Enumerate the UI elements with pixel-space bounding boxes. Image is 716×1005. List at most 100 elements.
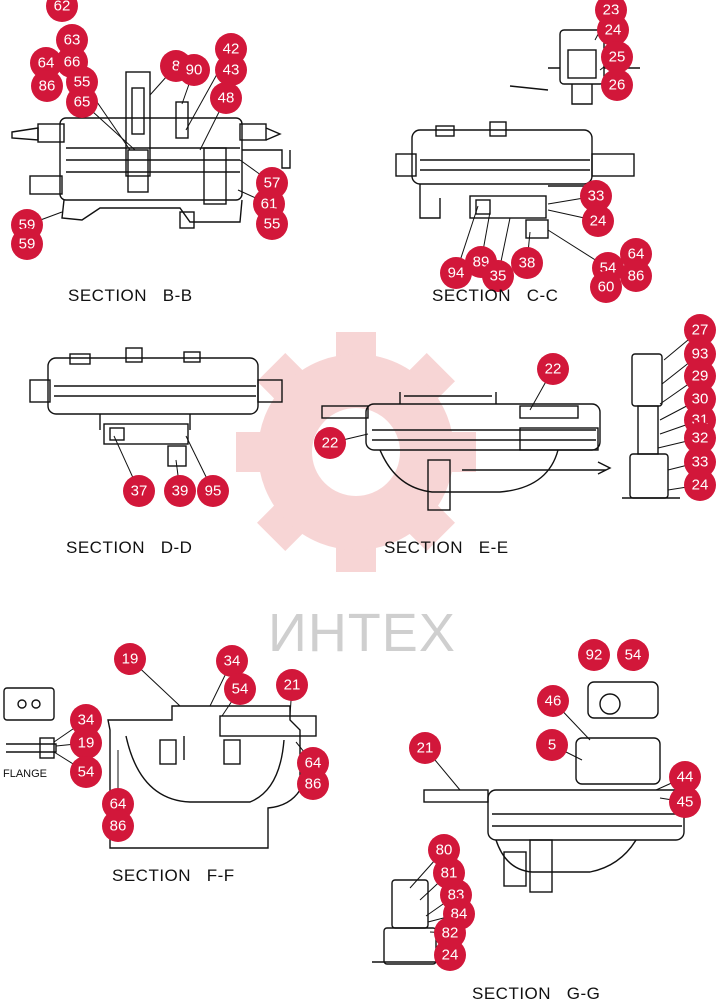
callout-badge-gg-5: 5 <box>536 729 568 761</box>
callout-number: 21 <box>284 677 301 694</box>
callout-badge-gg-46: 46 <box>537 685 569 717</box>
callout-circle <box>31 70 63 102</box>
callout-circle <box>66 86 98 118</box>
callout-number: 92 <box>586 647 603 664</box>
callout-circle <box>440 257 472 289</box>
callout-number: 22 <box>545 361 562 378</box>
callout-circle <box>536 729 568 761</box>
callout-circle <box>102 788 134 820</box>
callout-number: 64 <box>628 246 645 263</box>
callout-badge-bb-86: 86 <box>31 70 63 102</box>
callout-circle <box>511 247 543 279</box>
callout-badge-dd-39: 39 <box>164 475 196 507</box>
callout-number: 33 <box>588 188 605 205</box>
callout-number: 19 <box>122 651 139 668</box>
callout-number: 35 <box>490 268 507 285</box>
callout-circle <box>164 475 196 507</box>
callout-badge-bb-63: 63 <box>56 24 88 56</box>
callout-circle <box>620 238 652 270</box>
callout-number: 19 <box>78 735 95 752</box>
callout-number: 37 <box>131 483 148 500</box>
section-ff-drawing <box>3 687 317 849</box>
callout-number: 5 <box>548 737 556 754</box>
callout-number: 86 <box>39 78 56 95</box>
callout-circle <box>669 761 701 793</box>
callout-circle <box>216 645 248 677</box>
callout-number: 63 <box>64 32 81 49</box>
callout-number: 64 <box>110 796 127 813</box>
callout-number: 86 <box>628 268 645 285</box>
callout-number: 24 <box>605 22 622 39</box>
callout-number: 62 <box>54 0 71 15</box>
callout-number: 94 <box>448 265 465 282</box>
callout-circle <box>215 54 247 86</box>
callout-badge-ee-93: 93 <box>684 338 716 370</box>
callout-badge-bb-59: 59 <box>11 228 43 260</box>
callout-number: 95 <box>205 483 222 500</box>
callout-badge-gg-21: 21 <box>409 732 441 764</box>
callout-circle <box>684 422 716 454</box>
callout-number: 64 <box>38 55 55 72</box>
callout-circle <box>434 939 466 971</box>
callout-circle <box>197 475 229 507</box>
section-label-bb: SECTION B-B <box>68 286 193 305</box>
callout-badge-ee-22: 22 <box>537 353 569 385</box>
callout-number: 25 <box>609 49 626 66</box>
callout-circle <box>30 47 62 79</box>
watermark-text: ИНТЕХ <box>268 603 456 663</box>
callout-circle <box>620 260 652 292</box>
callout-badge-bb-65: 65 <box>66 86 98 118</box>
callout-number: 24 <box>692 477 709 494</box>
callout-number: 34 <box>78 712 95 729</box>
callout-number: 42 <box>223 41 240 58</box>
callout-circle <box>178 54 210 86</box>
callout-number: 27 <box>692 322 709 339</box>
section-bb-drawing <box>11 71 291 229</box>
callout-circle <box>590 271 622 303</box>
callout-badge-ee-24: 24 <box>684 469 716 501</box>
callout-circle <box>70 756 102 788</box>
callout-circle <box>210 82 242 114</box>
callout-number: 55 <box>74 74 91 91</box>
section-label-gg: SECTION G-G <box>472 984 601 1003</box>
callout-number: 29 <box>692 368 709 385</box>
callout-circle <box>114 643 146 675</box>
callout-number: 89 <box>473 254 490 271</box>
callout-number: 86 <box>110 818 127 835</box>
callout-circle <box>482 260 514 292</box>
section-label-cc: SECTION C-C <box>432 286 559 305</box>
callout-number: 55 <box>264 216 281 233</box>
callout-circle <box>56 24 88 56</box>
flange-label: FLANGE <box>3 768 48 780</box>
callout-circle <box>276 669 308 701</box>
callout-badge-ff-54: 54 <box>224 673 256 705</box>
callout-badge-bb-48: 48 <box>210 82 242 114</box>
callout-number: 34 <box>224 653 241 670</box>
callout-number: 43 <box>223 62 240 79</box>
callout-number: 30 <box>692 391 709 408</box>
callout-number: 45 <box>677 794 694 811</box>
callout-circle <box>224 673 256 705</box>
callout-badge-cc-38: 38 <box>511 247 543 279</box>
callout-circle <box>580 180 612 212</box>
callout-number: 38 <box>519 255 536 272</box>
callout-number: 32 <box>692 430 709 447</box>
callout-number: 24 <box>442 947 459 964</box>
callout-badge-ff-64: 64 <box>102 788 134 820</box>
callout-badge-dd-37: 37 <box>123 475 155 507</box>
callout-badge-ff-34: 34 <box>70 704 102 736</box>
callout-circle <box>684 446 716 478</box>
callout-badge-ee-27: 27 <box>684 314 716 346</box>
callout-circle <box>582 205 614 237</box>
callout-circle <box>537 353 569 385</box>
callout-circle <box>11 228 43 260</box>
callout-number: 44 <box>677 769 694 786</box>
callout-badge-ee-32: 32 <box>684 422 716 454</box>
callout-number: 66 <box>64 54 81 71</box>
section-gg-drawing <box>372 681 685 965</box>
callout-circle <box>70 727 102 759</box>
callout-number: 82 <box>442 925 459 942</box>
callout-circle <box>537 685 569 717</box>
callout-number: 48 <box>218 90 235 107</box>
